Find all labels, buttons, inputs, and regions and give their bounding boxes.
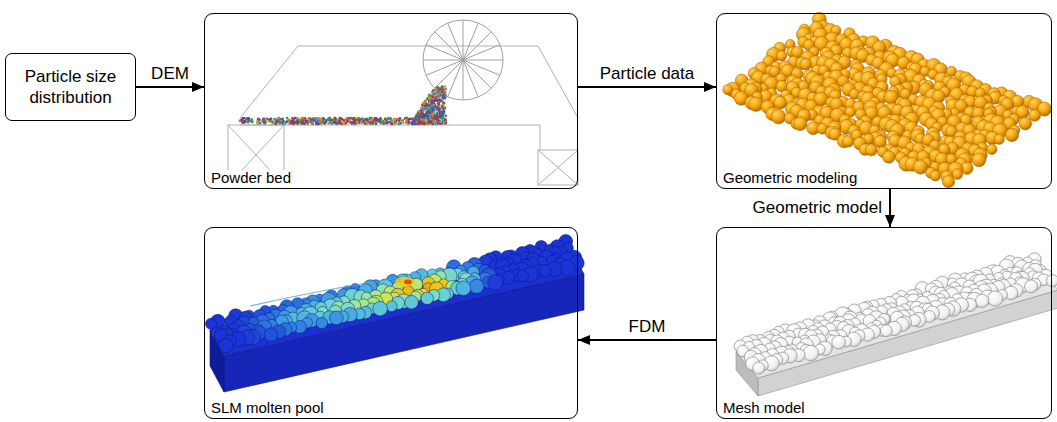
stage-panel: SLM molten pool bbox=[204, 227, 578, 419]
panel-caption: Geometric modeling bbox=[721, 170, 859, 187]
input-box: Particle size distribution bbox=[5, 53, 136, 121]
recoater-roller bbox=[423, 20, 503, 100]
box-label: Particle size distribution bbox=[14, 66, 127, 109]
particle-geometry bbox=[723, 12, 1052, 188]
edge-label: Particle data bbox=[598, 65, 697, 84]
flow-arrow bbox=[578, 86, 716, 88]
mesh-model-figure bbox=[734, 253, 1057, 396]
flow-arrow bbox=[578, 339, 716, 341]
molten-pool-figure bbox=[205, 234, 584, 392]
stage-panel: Powder bed bbox=[204, 13, 578, 189]
flow-arrow bbox=[136, 86, 204, 88]
powder-bed-sketch bbox=[228, 46, 578, 185]
flow-arrow bbox=[889, 189, 891, 227]
powder-particles bbox=[239, 85, 448, 125]
edge-label: FDM bbox=[627, 318, 668, 337]
edge-label: Geometric model bbox=[751, 199, 884, 218]
panel-caption: SLM molten pool bbox=[209, 400, 326, 417]
stage-panel: Mesh model bbox=[716, 227, 1052, 419]
panel-caption: Powder bed bbox=[209, 170, 293, 187]
stage-panel: Geometric modeling bbox=[716, 13, 1052, 189]
edge-label: DEM bbox=[149, 65, 191, 84]
panel-caption: Mesh model bbox=[721, 400, 807, 417]
